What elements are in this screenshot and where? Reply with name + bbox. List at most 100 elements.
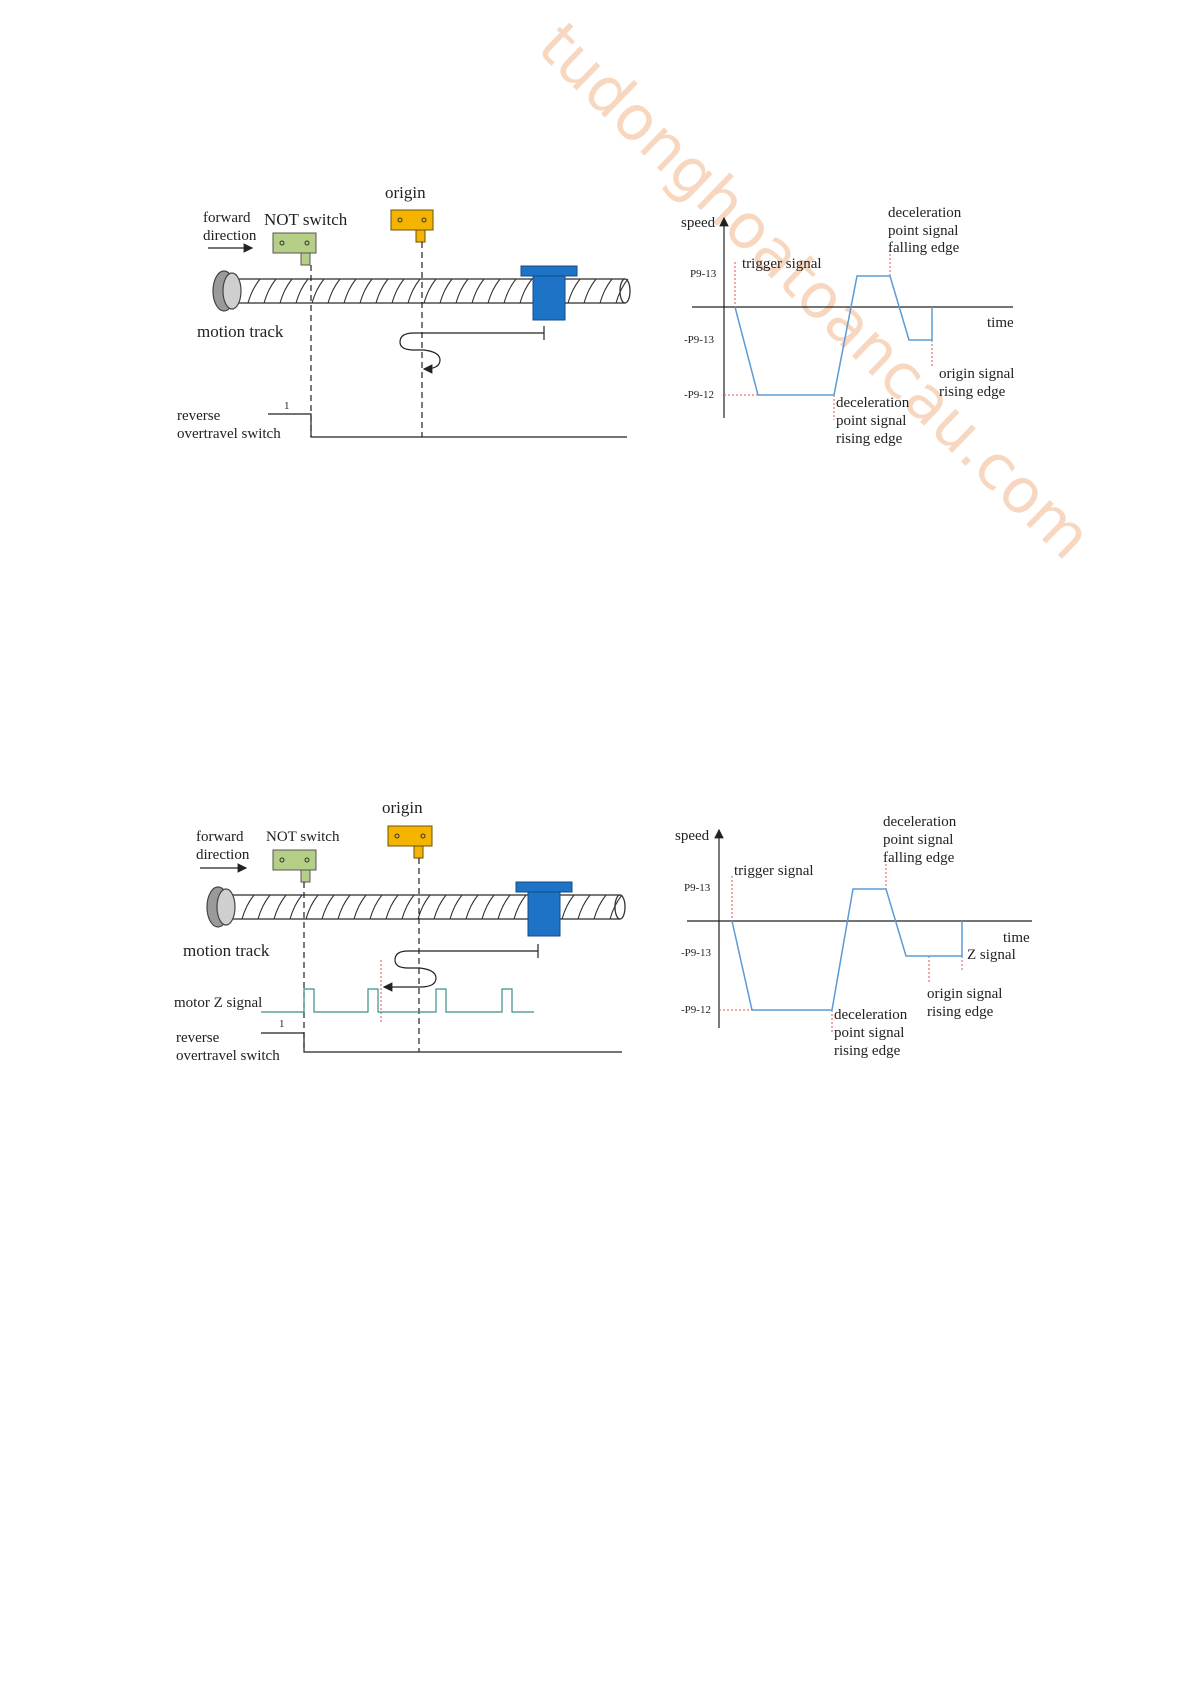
motion-track-shaft [212, 270, 631, 312]
screw-thread [487, 278, 501, 304]
level-one-label: 1 [284, 400, 290, 412]
screw-thread [391, 278, 405, 304]
not-switch-label: NOT switch [266, 829, 340, 845]
slider-block-icon [515, 881, 573, 937]
screw-thread [369, 894, 383, 920]
motor-z-signal-label: motor Z signal [174, 995, 262, 1011]
screw-thread [561, 894, 575, 920]
screw-thread [599, 278, 613, 304]
screw-thread [583, 278, 597, 304]
decel-fall-label-2: point signal [883, 832, 953, 848]
motion-track-label: motion track [183, 941, 270, 960]
origin-rise-label-2: rising edge [939, 384, 1006, 400]
decel-rise-label-3: rising edge [836, 431, 903, 447]
screw-thread [353, 894, 367, 920]
screw-thread [343, 278, 357, 304]
speed-curve [734, 275, 933, 396]
screw-thread [519, 278, 533, 304]
motor-z-signal [261, 988, 534, 1013]
screw-thread [577, 894, 591, 920]
screw-thread [609, 894, 623, 920]
origin-label: origin [385, 183, 426, 202]
screw-thread [449, 894, 463, 920]
screw-thread [241, 894, 255, 920]
screw-thread [439, 278, 453, 304]
origin-rise-label-2: rising edge [927, 1004, 994, 1020]
neg-p913-tick-label: -P9-13 [681, 947, 711, 959]
decel-rise-label-2: point signal [836, 413, 906, 429]
movement-path [399, 332, 544, 374]
decel-fall-label-3: falling edge [883, 850, 955, 866]
origin-switch-icon [387, 825, 433, 859]
trigger-signal-label: trigger signal [734, 863, 814, 879]
trigger-signal-label: trigger signal [742, 256, 822, 272]
slider-block-icon [520, 265, 578, 321]
diagram1-mechanism: origin forward direction NOT switch [177, 183, 631, 442]
screw-thread [567, 278, 581, 304]
screw-thread [407, 278, 421, 304]
reverse-overtravel-label-2: overtravel switch [176, 1048, 280, 1064]
screw-thread [417, 894, 431, 920]
not-switch-icon [272, 849, 317, 883]
screw-thread [247, 278, 261, 304]
reverse-overtravel-label-2: overtravel switch [177, 426, 281, 442]
reverse-overtravel-label: reverse [177, 408, 221, 424]
screw-thread [593, 894, 607, 920]
screw-thread [481, 894, 495, 920]
origin-rise-label-1: origin signal [939, 366, 1014, 382]
screw-thread [359, 278, 373, 304]
screw-thread [289, 894, 303, 920]
screw-thread [257, 894, 271, 920]
diagram2-mechanism: origin forward direction NOT switch [174, 798, 626, 1064]
p913-tick-label: P9-13 [684, 882, 711, 894]
diagram2-speed-graph: speed time Z signal P9-13 -P9-13 -P9-12 … [675, 814, 1032, 1059]
decel-fall-label-3: falling edge [888, 240, 960, 256]
origin-label: origin [382, 798, 423, 817]
screw-thread [311, 278, 325, 304]
decel-fall-label-1: deceleration [888, 205, 962, 221]
forward-direction-label-2: direction [196, 847, 250, 863]
motion-track-label: motion track [197, 322, 284, 341]
time-axis-label: time [987, 315, 1014, 331]
neg-p913-tick-label: -P9-13 [684, 334, 714, 346]
screw-thread [497, 894, 511, 920]
speed-axis-label: speed [675, 828, 710, 844]
screw-thread [455, 278, 469, 304]
screw-thread [615, 278, 629, 304]
screw-thread [503, 278, 517, 304]
speed-axis-label: speed [681, 215, 716, 231]
screw-thread [305, 894, 319, 920]
neg-p912-tick-label: -P9-12 [684, 389, 714, 401]
screw-thread [465, 894, 479, 920]
p913-tick-label: P9-13 [690, 268, 717, 280]
screw-thread [471, 278, 485, 304]
screw-thread [375, 278, 389, 304]
not-switch-icon [272, 232, 317, 266]
origin-rise-label-1: origin signal [927, 986, 1002, 1002]
forward-direction-label: forward [196, 829, 244, 845]
forward-direction-label: forward [203, 210, 251, 226]
diagram1-speed-graph: speed time P9-13 -P9-13 -P9-12 trigger s… [681, 205, 1014, 447]
screw-thread [321, 894, 335, 920]
decel-fall-label-1: deceleration [883, 814, 957, 830]
screw-thread [401, 894, 415, 920]
screw-thread [513, 894, 527, 920]
forward-direction-label-2: direction [203, 228, 257, 244]
decel-rise-label-1: deceleration [836, 395, 910, 411]
time-axis-label: time [1003, 930, 1030, 946]
screw-thread [263, 278, 277, 304]
z-signal-label: Z signal [967, 947, 1016, 963]
decel-rise-label-2: point signal [834, 1025, 904, 1041]
screw-thread [327, 278, 341, 304]
reverse-overtravel-signal [268, 413, 627, 438]
decel-rise-label-1: deceleration [834, 1007, 908, 1023]
reverse-overtravel-label: reverse [176, 1030, 220, 1046]
screw-thread [337, 894, 351, 920]
origin-switch-icon [390, 209, 434, 243]
screw-thread [273, 894, 287, 920]
screw-thread [423, 278, 437, 304]
screw-thread [295, 278, 309, 304]
screw-thread [279, 278, 293, 304]
movement-path [382, 950, 538, 992]
